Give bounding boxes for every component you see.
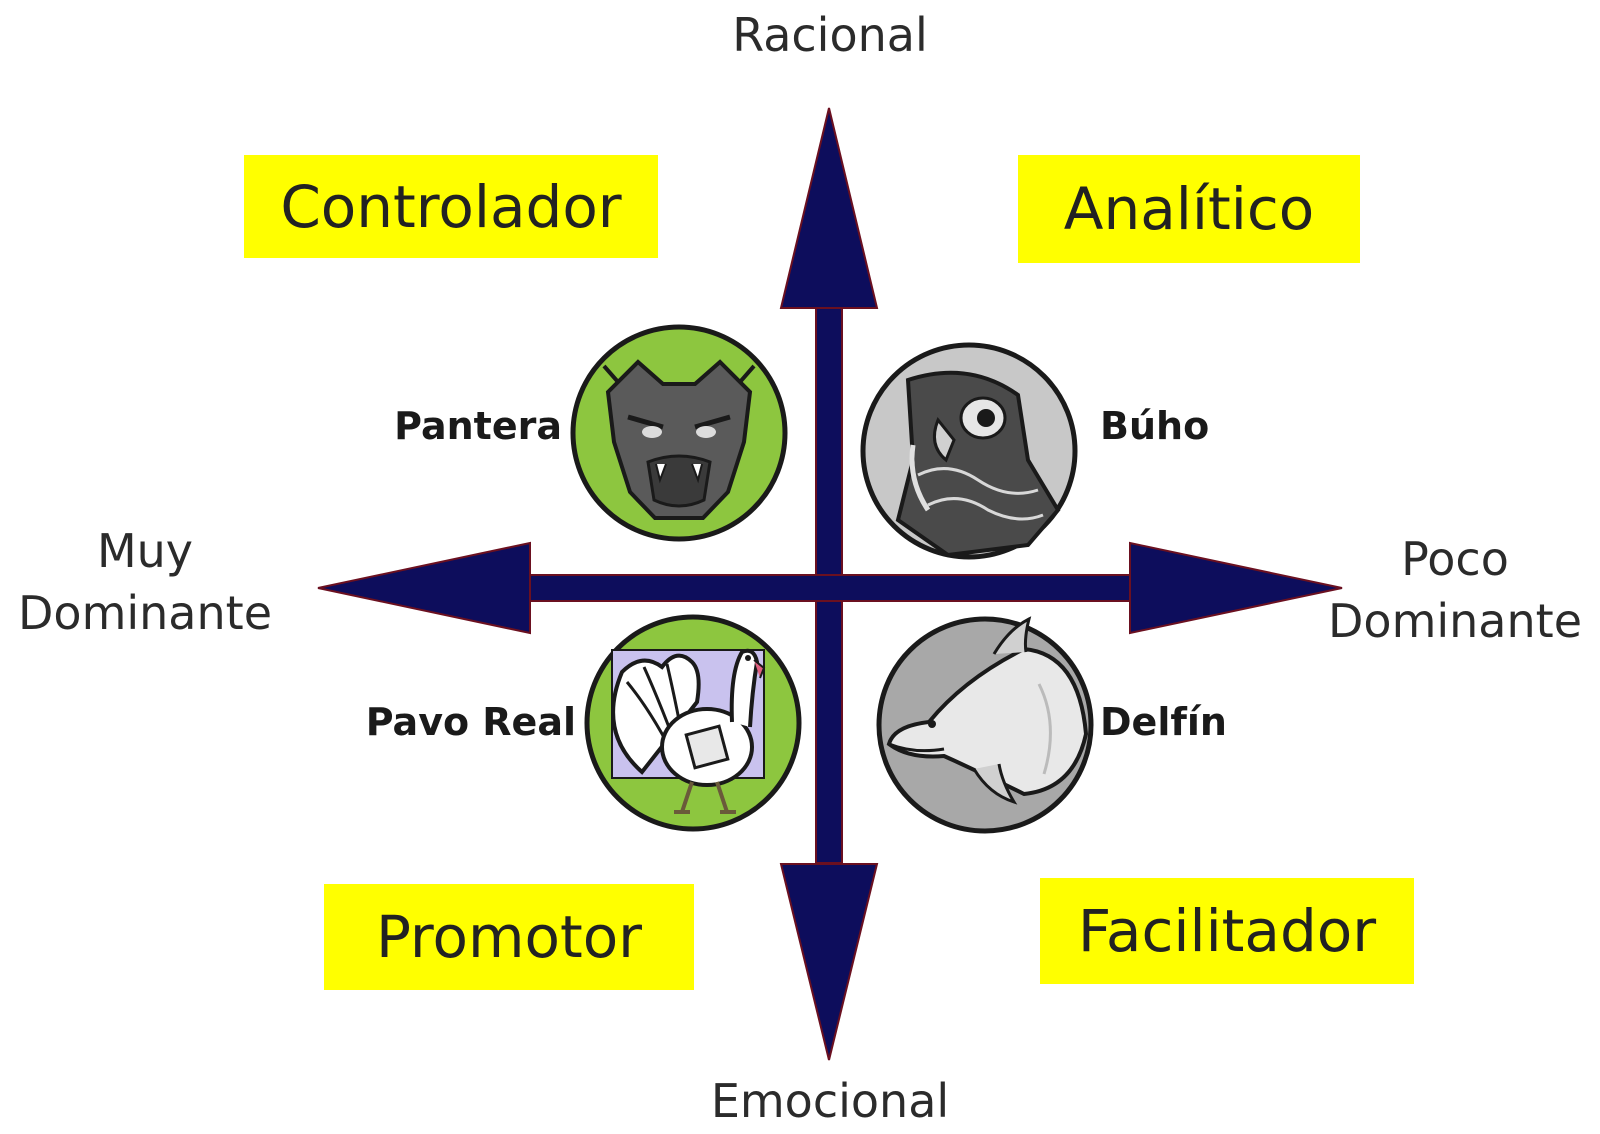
up-arrowhead — [779, 107, 879, 309]
horizontal-axis-shaft — [524, 574, 1136, 602]
right-arrowhead — [1129, 541, 1343, 635]
animal-label-pantera: Pantera — [394, 404, 562, 448]
axis-label-left-line2: Dominante — [18, 586, 272, 640]
panther-icon — [570, 324, 788, 542]
quadrant-title-facilitador: Facilitador — [1040, 878, 1414, 984]
axis-label-right-line1: Poco — [1401, 532, 1509, 586]
animal-label-buho: Búho — [1100, 404, 1210, 448]
quadrant-title-controlador: Controlador — [244, 155, 658, 258]
quadrant-title-analitico: Analítico — [1018, 155, 1360, 263]
animal-label-delfin: Delfín — [1100, 700, 1227, 744]
down-arrowhead — [779, 863, 879, 1061]
animal-label-pavo-real: Pavo Real — [365, 700, 576, 744]
axis-label-right-line2: Dominante — [1328, 594, 1582, 648]
axis-label-right: Poco Dominante — [1310, 528, 1600, 652]
peacock-icon — [584, 614, 802, 832]
quadrant-title-promotor: Promotor — [324, 884, 694, 990]
axis-label-top: Racional — [732, 8, 928, 62]
owl-icon — [860, 342, 1078, 560]
left-arrowhead — [317, 541, 531, 635]
axis-label-left: Muy Dominante — [0, 520, 290, 644]
dolphin-icon — [876, 616, 1094, 834]
axis-label-left-line1: Muy — [96, 524, 194, 578]
axis-label-bottom: Emocional — [710, 1074, 950, 1128]
